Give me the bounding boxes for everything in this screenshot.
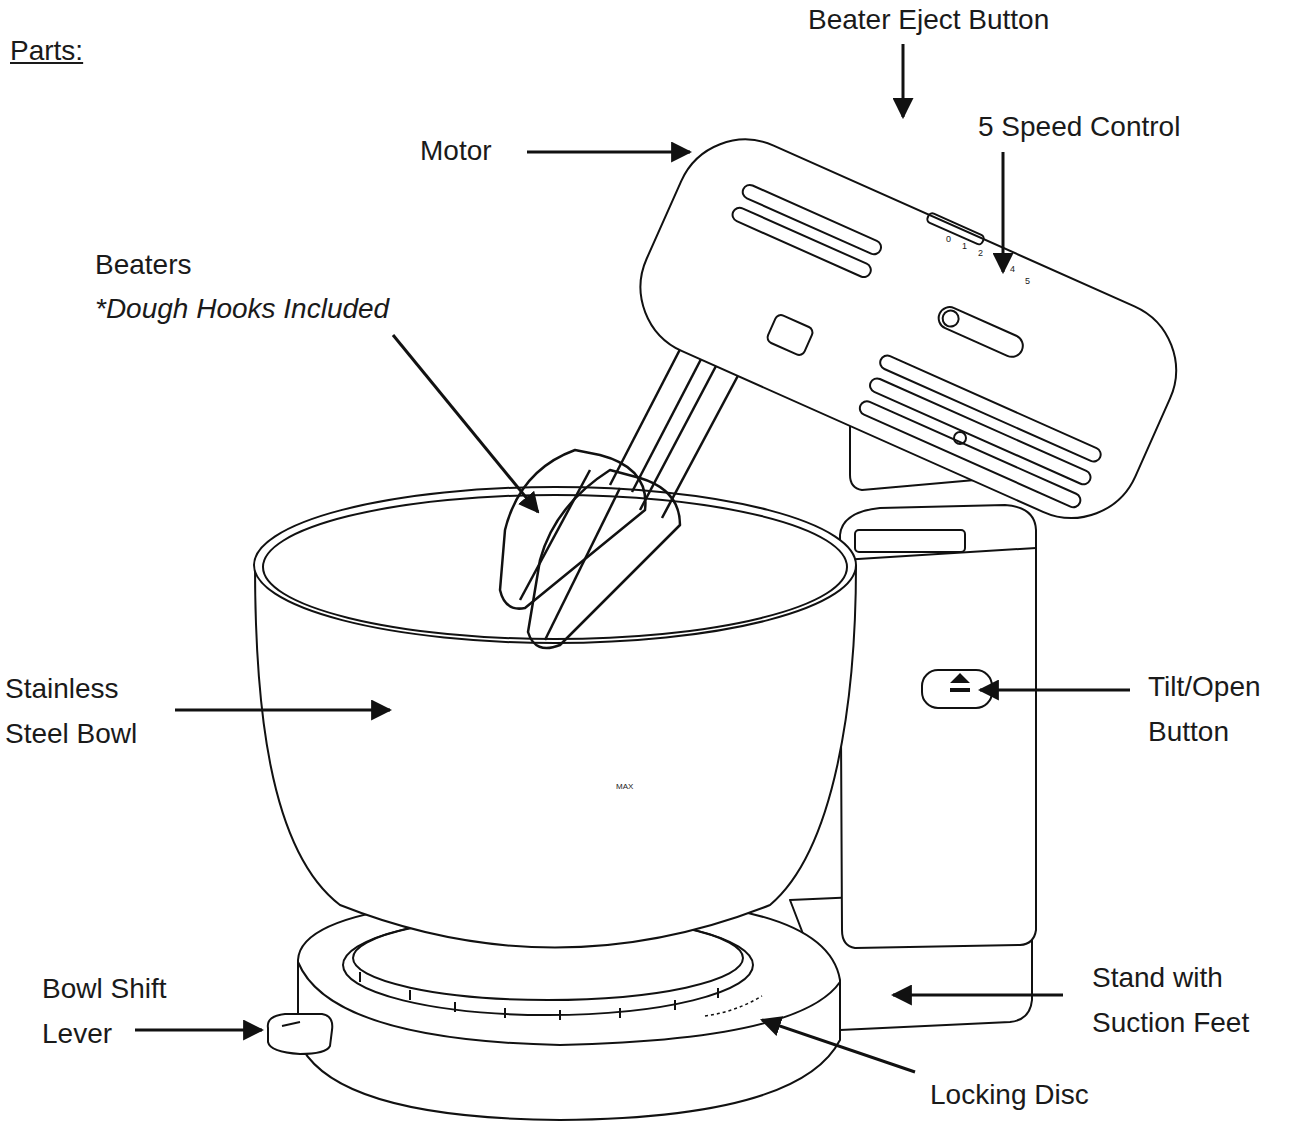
part-label: Tilt/Open Button	[1148, 664, 1292, 754]
part-label: Beaters	[95, 248, 295, 282]
speed-number: 5	[1025, 264, 1039, 298]
part-label: Beater Eject Button	[808, 3, 1128, 37]
part-label: 5 Speed Control	[978, 110, 1278, 144]
motor-head	[618, 114, 1199, 540]
part-label: Bowl Shift Lever	[42, 966, 202, 1056]
bowl-shift-lever	[268, 1014, 332, 1054]
disc-ticks	[360, 972, 718, 1020]
speed-number: 1	[962, 229, 976, 263]
capacity-mark: MAX	[616, 770, 656, 804]
lock-indicator	[705, 996, 762, 1016]
speed-number: 2	[978, 236, 992, 270]
part-label: Motor	[420, 134, 530, 168]
stand-column	[840, 505, 1036, 948]
speed-number: 4	[1010, 252, 1024, 286]
leader-arrows	[135, 44, 1130, 1072]
part-label: Locking Disc	[930, 1078, 1160, 1112]
speed-number: 0	[946, 222, 960, 256]
bowl-rim	[254, 487, 856, 643]
heading: Parts:	[10, 34, 150, 68]
beaters	[500, 330, 757, 648]
note-label: *Dough Hooks Included	[95, 293, 475, 325]
part-label: Stand with Suction Feet	[1092, 955, 1287, 1045]
part-label: Stainless Steel Bowl	[5, 666, 170, 756]
